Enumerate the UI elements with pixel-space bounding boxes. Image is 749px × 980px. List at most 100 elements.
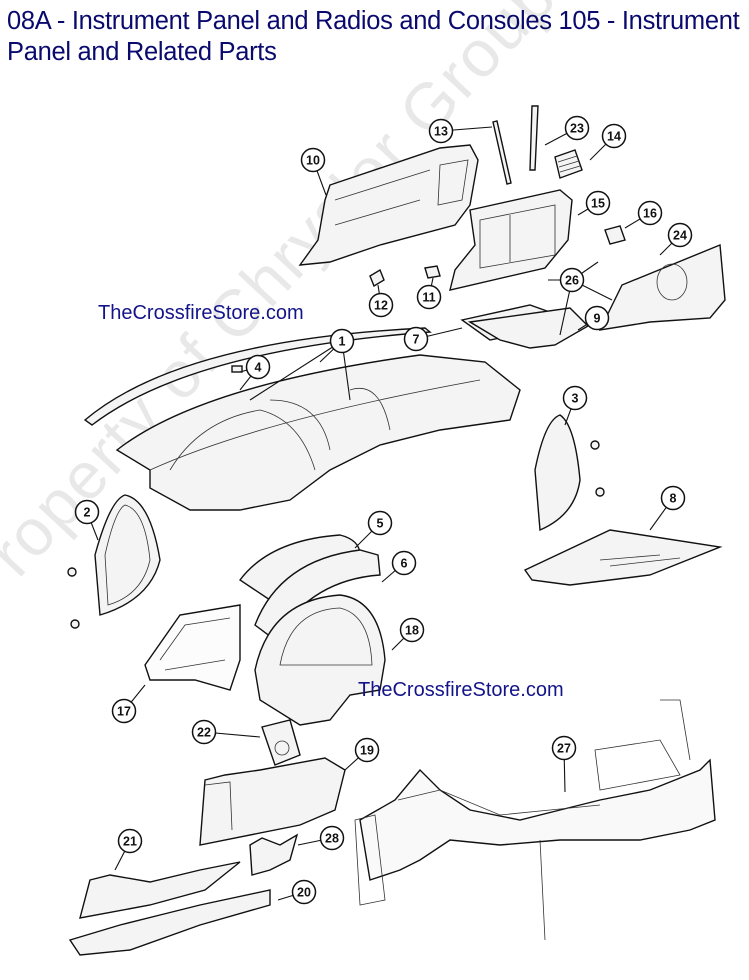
callout-label: 17 <box>117 705 131 719</box>
callout-28: 28 <box>297 825 345 851</box>
callout-circle <box>368 292 394 318</box>
callout-21: 21 <box>114 828 143 871</box>
part-1-dash-panel <box>115 354 521 511</box>
callout-circle <box>403 326 429 352</box>
callout-circle <box>416 284 442 310</box>
callout-12: 12 <box>368 284 394 318</box>
callout-label: 20 <box>297 886 311 900</box>
callout-2: 2 <box>74 499 100 541</box>
callout-20: 20 <box>277 879 317 905</box>
callout-label: 13 <box>434 125 448 139</box>
part-11-clip <box>424 265 441 279</box>
part-15-glove-box-door <box>449 189 573 291</box>
callout-circle <box>660 485 686 511</box>
callout-label: 11 <box>422 291 435 305</box>
callout-label: 10 <box>306 154 320 168</box>
store-watermark-2: TheCrossfireStore.com <box>358 679 564 701</box>
part-3-end-cap <box>534 414 581 532</box>
callout-22: 22 <box>191 719 261 745</box>
callout-9: 9 <box>577 305 610 331</box>
page-title: 08A - Instrument Panel and Radios and Co… <box>7 7 740 66</box>
callout-label: 21 <box>123 835 137 849</box>
callout-17: 17 <box>111 684 146 724</box>
callout-circle <box>245 354 271 380</box>
callout-label: 6 <box>401 557 408 571</box>
callout-circle <box>74 499 100 525</box>
callout-label: 23 <box>570 122 584 136</box>
part-1-trim-strip <box>83 327 432 426</box>
callout-26: 26 <box>548 261 613 336</box>
part-10-glove-box-housing <box>298 144 479 266</box>
callout-circle <box>601 123 627 149</box>
callout-label: 18 <box>405 624 419 638</box>
callout-label: 15 <box>591 197 605 211</box>
callout-7: 7 <box>403 326 463 352</box>
part-22-vent <box>261 719 301 766</box>
callout-24: 24 <box>659 222 693 256</box>
part-23-strut <box>529 105 539 171</box>
part-27-cross-car-beam <box>359 758 716 881</box>
callout-10: 10 <box>300 147 327 196</box>
part-28-bracket <box>249 833 299 876</box>
callout-label: 9 <box>594 312 601 326</box>
callout-label: 22 <box>197 726 211 740</box>
part-4-clip <box>231 365 243 373</box>
callout-circle <box>551 735 577 761</box>
callout-circle <box>329 328 355 354</box>
callout-label: 7 <box>413 333 420 347</box>
callout-label: 27 <box>557 742 571 756</box>
callout-16: 16 <box>624 200 663 229</box>
callout-circle <box>291 879 317 905</box>
callout-label: 14 <box>607 130 621 144</box>
callout-circle <box>117 828 143 854</box>
callout-11: 11 <box>416 277 442 310</box>
callout-circle <box>637 200 663 226</box>
part-9-bin <box>467 307 590 349</box>
callout-label: 5 <box>377 517 384 531</box>
part-21-duct <box>79 861 241 919</box>
callout-13: 13 <box>428 118 493 144</box>
callout-4: 4 <box>239 354 271 391</box>
callout-circle <box>191 719 217 745</box>
store-watermark-1: TheCrossfireStore.com <box>98 302 304 324</box>
callout-circle <box>428 118 454 144</box>
callout-circle <box>399 617 425 643</box>
callout-label: 19 <box>360 744 374 758</box>
callout-27: 27 <box>551 735 577 793</box>
callout-8: 8 <box>649 485 686 531</box>
callout-label: 28 <box>325 832 339 846</box>
callout-1: 1 <box>249 328 355 401</box>
callout-circle <box>559 267 585 293</box>
callout-label: 4 <box>255 361 262 375</box>
callout-label: 12 <box>374 299 388 313</box>
part-24-side-panel <box>598 243 726 331</box>
callout-6: 6 <box>381 550 417 583</box>
callout-circle <box>367 510 393 536</box>
part-13-rod <box>492 120 512 185</box>
part-8-under-panel <box>523 529 723 586</box>
part-2-end-cap <box>94 494 161 616</box>
callout-label: 8 <box>670 492 677 506</box>
callout-18: 18 <box>391 617 425 651</box>
callout-circle <box>111 698 137 724</box>
leader-line <box>249 340 343 401</box>
part-18-cluster-trim <box>254 594 386 726</box>
callout-label: 2 <box>84 506 91 520</box>
callout-5: 5 <box>354 510 393 549</box>
part-16-latch <box>604 225 626 245</box>
part-12-clip <box>369 268 385 288</box>
callout-label: 1 <box>339 335 346 349</box>
callout-3: 3 <box>562 385 588 426</box>
callout-circle <box>564 115 590 141</box>
callout-circle <box>319 825 345 851</box>
callout-circle <box>562 385 588 411</box>
callout-15: 15 <box>577 190 611 216</box>
callout-19: 19 <box>344 737 380 771</box>
callout-circle <box>300 147 326 173</box>
part-20-duct <box>68 889 271 956</box>
callout-circle <box>391 550 417 576</box>
callout-14: 14 <box>589 123 627 161</box>
callout-label: 26 <box>565 274 579 288</box>
callout-23: 23 <box>544 115 590 146</box>
